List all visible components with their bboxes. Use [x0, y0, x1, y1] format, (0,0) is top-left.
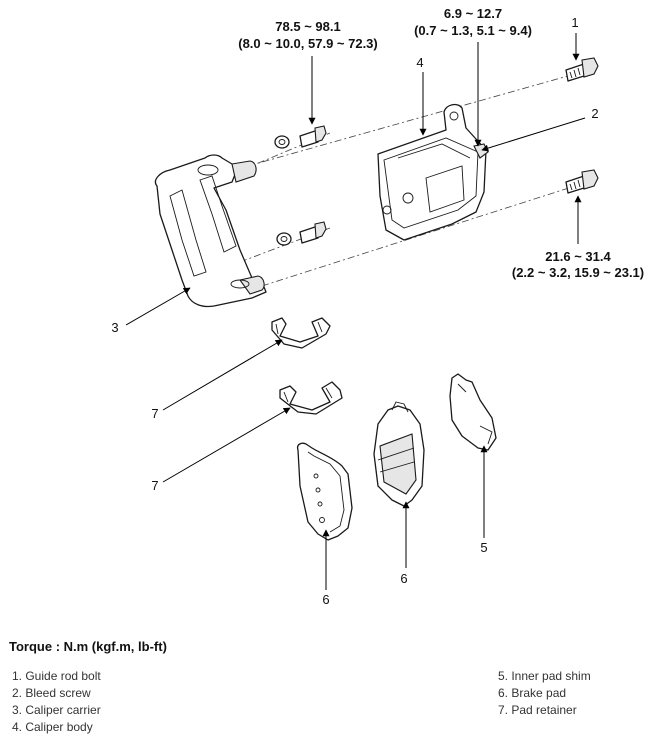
torque-units-heading: Torque : N.m (kgf.m, lb-ft) [9, 639, 167, 654]
callout-3: 3 [111, 320, 118, 335]
callout-5: 5 [480, 540, 487, 555]
leader-lines [125, 33, 586, 590]
brake-pad-left [296, 442, 353, 541]
torque-carrier-bolt-units: (8.0 ~ 10.0, 57.9 ~ 72.3) [238, 36, 378, 51]
pad-retainer-upper [271, 317, 331, 349]
torque-bleed-screw-units: (0.7 ~ 1.3, 5.1 ~ 9.4) [414, 23, 532, 38]
brake-caliper-exploded-diagram: 1 2 3 4 5 6 6 7 7 78.5 ~ 98.1 (8.0 ~ 10.… [111, 6, 644, 607]
callout-6-right: 6 [400, 571, 407, 586]
caliper-body [377, 103, 489, 241]
legend-item: 6. Brake pad [498, 686, 567, 700]
torque-guide-rod-bolt-units: (2.2 ~ 3.2, 15.9 ~ 23.1) [512, 265, 644, 280]
legend-item: 4. Caliper body [12, 720, 93, 734]
legend-item: 3. Caliper carrier [12, 703, 101, 717]
guide-rod-bolt-upper [565, 57, 599, 82]
legend-item: 7. Pad retainer [498, 703, 577, 717]
legend-item: 5. Inner pad shim [498, 669, 591, 683]
callout-7-upper: 7 [151, 406, 158, 421]
pad-retainer-lower [279, 381, 343, 415]
torque-carrier-bolt-value: 78.5 ~ 98.1 [275, 19, 340, 34]
torque-guide-rod-bolt-value: 21.6 ~ 31.4 [545, 249, 611, 264]
caliper-carrier [154, 154, 267, 308]
brake-pad-right [373, 401, 425, 507]
parts-legend-left: 1. Guide rod bolt 2. Bleed screw 3. Cali… [12, 668, 101, 736]
guide-rod-bolt-lower [565, 169, 599, 194]
torque-bleed-screw-value: 6.9 ~ 12.7 [444, 6, 502, 21]
callout-2: 2 [591, 106, 598, 121]
legend-item: 2. Bleed screw [12, 686, 91, 700]
carrier-bolt-upper [274, 125, 327, 149]
callout-7-lower: 7 [151, 478, 158, 493]
carrier-bolt-lower [276, 221, 327, 246]
callout-6-left: 6 [322, 592, 329, 607]
parts-legend-right: 5. Inner pad shim 6. Brake pad 7. Pad re… [498, 668, 591, 719]
legend-item: 1. Guide rod bolt [12, 669, 101, 683]
callout-1: 1 [571, 15, 578, 30]
callout-4: 4 [416, 55, 423, 70]
inner-pad-shim [449, 373, 497, 451]
